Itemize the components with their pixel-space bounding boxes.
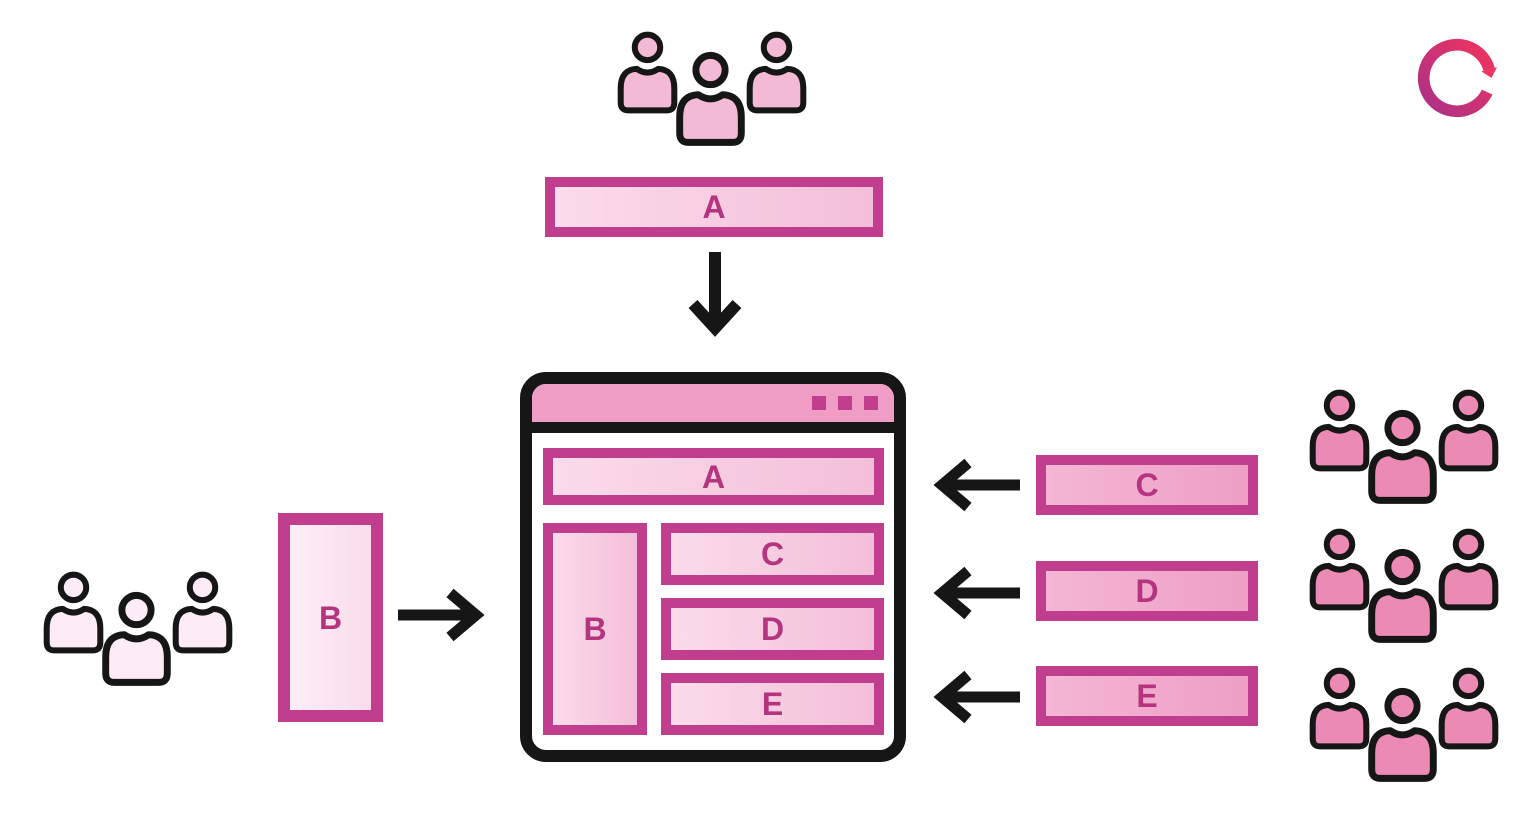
arrow-right-icon <box>398 586 498 644</box>
arrow-left-icon <box>920 668 1020 726</box>
bar-b-left-label: B <box>318 599 343 636</box>
browser-content: A B C D E <box>532 433 894 735</box>
window-bar-b: B <box>543 523 647 735</box>
window-bar-a: A <box>543 448 884 505</box>
people-group-top-icon <box>612 22 812 154</box>
window-bar-d: D <box>661 598 884 660</box>
browser-titlebar <box>532 384 894 433</box>
bar-e-right: E <box>1036 666 1258 726</box>
bar-e-right-label: E <box>1136 678 1158 714</box>
window-bar-e: E <box>661 673 884 735</box>
bar-a-top: A <box>545 177 883 237</box>
bar-b-left: B <box>278 513 383 722</box>
bar-d-right-label: D <box>1135 573 1159 609</box>
window-bar-c: C <box>661 523 884 585</box>
arrow-left-icon <box>920 456 1020 514</box>
window-bar-e-label: E <box>761 686 784 722</box>
bar-c-right-label: C <box>1135 467 1159 503</box>
window-control-icon <box>838 396 852 410</box>
arrow-left-icon <box>920 564 1020 622</box>
bar-c-right: C <box>1036 455 1258 515</box>
window-bar-b-label: B <box>583 611 607 647</box>
bar-d-right: D <box>1036 561 1258 621</box>
people-group-right-3-icon <box>1304 658 1504 790</box>
window-control-icon <box>812 396 826 410</box>
window-bar-d-label: D <box>760 611 785 647</box>
circular-arrow-logo-icon <box>1412 33 1502 123</box>
people-group-right-1-icon <box>1304 380 1504 512</box>
people-group-right-2-icon <box>1304 519 1504 651</box>
window-bar-a-label: A <box>701 458 726 495</box>
arrow-down-icon <box>687 252 743 352</box>
window-bar-c-label: C <box>760 536 785 572</box>
people-group-left-icon <box>38 562 238 694</box>
bar-a-top-label: A <box>702 189 726 225</box>
window-control-icon <box>864 396 878 410</box>
browser-window: A B C D E <box>520 372 906 762</box>
